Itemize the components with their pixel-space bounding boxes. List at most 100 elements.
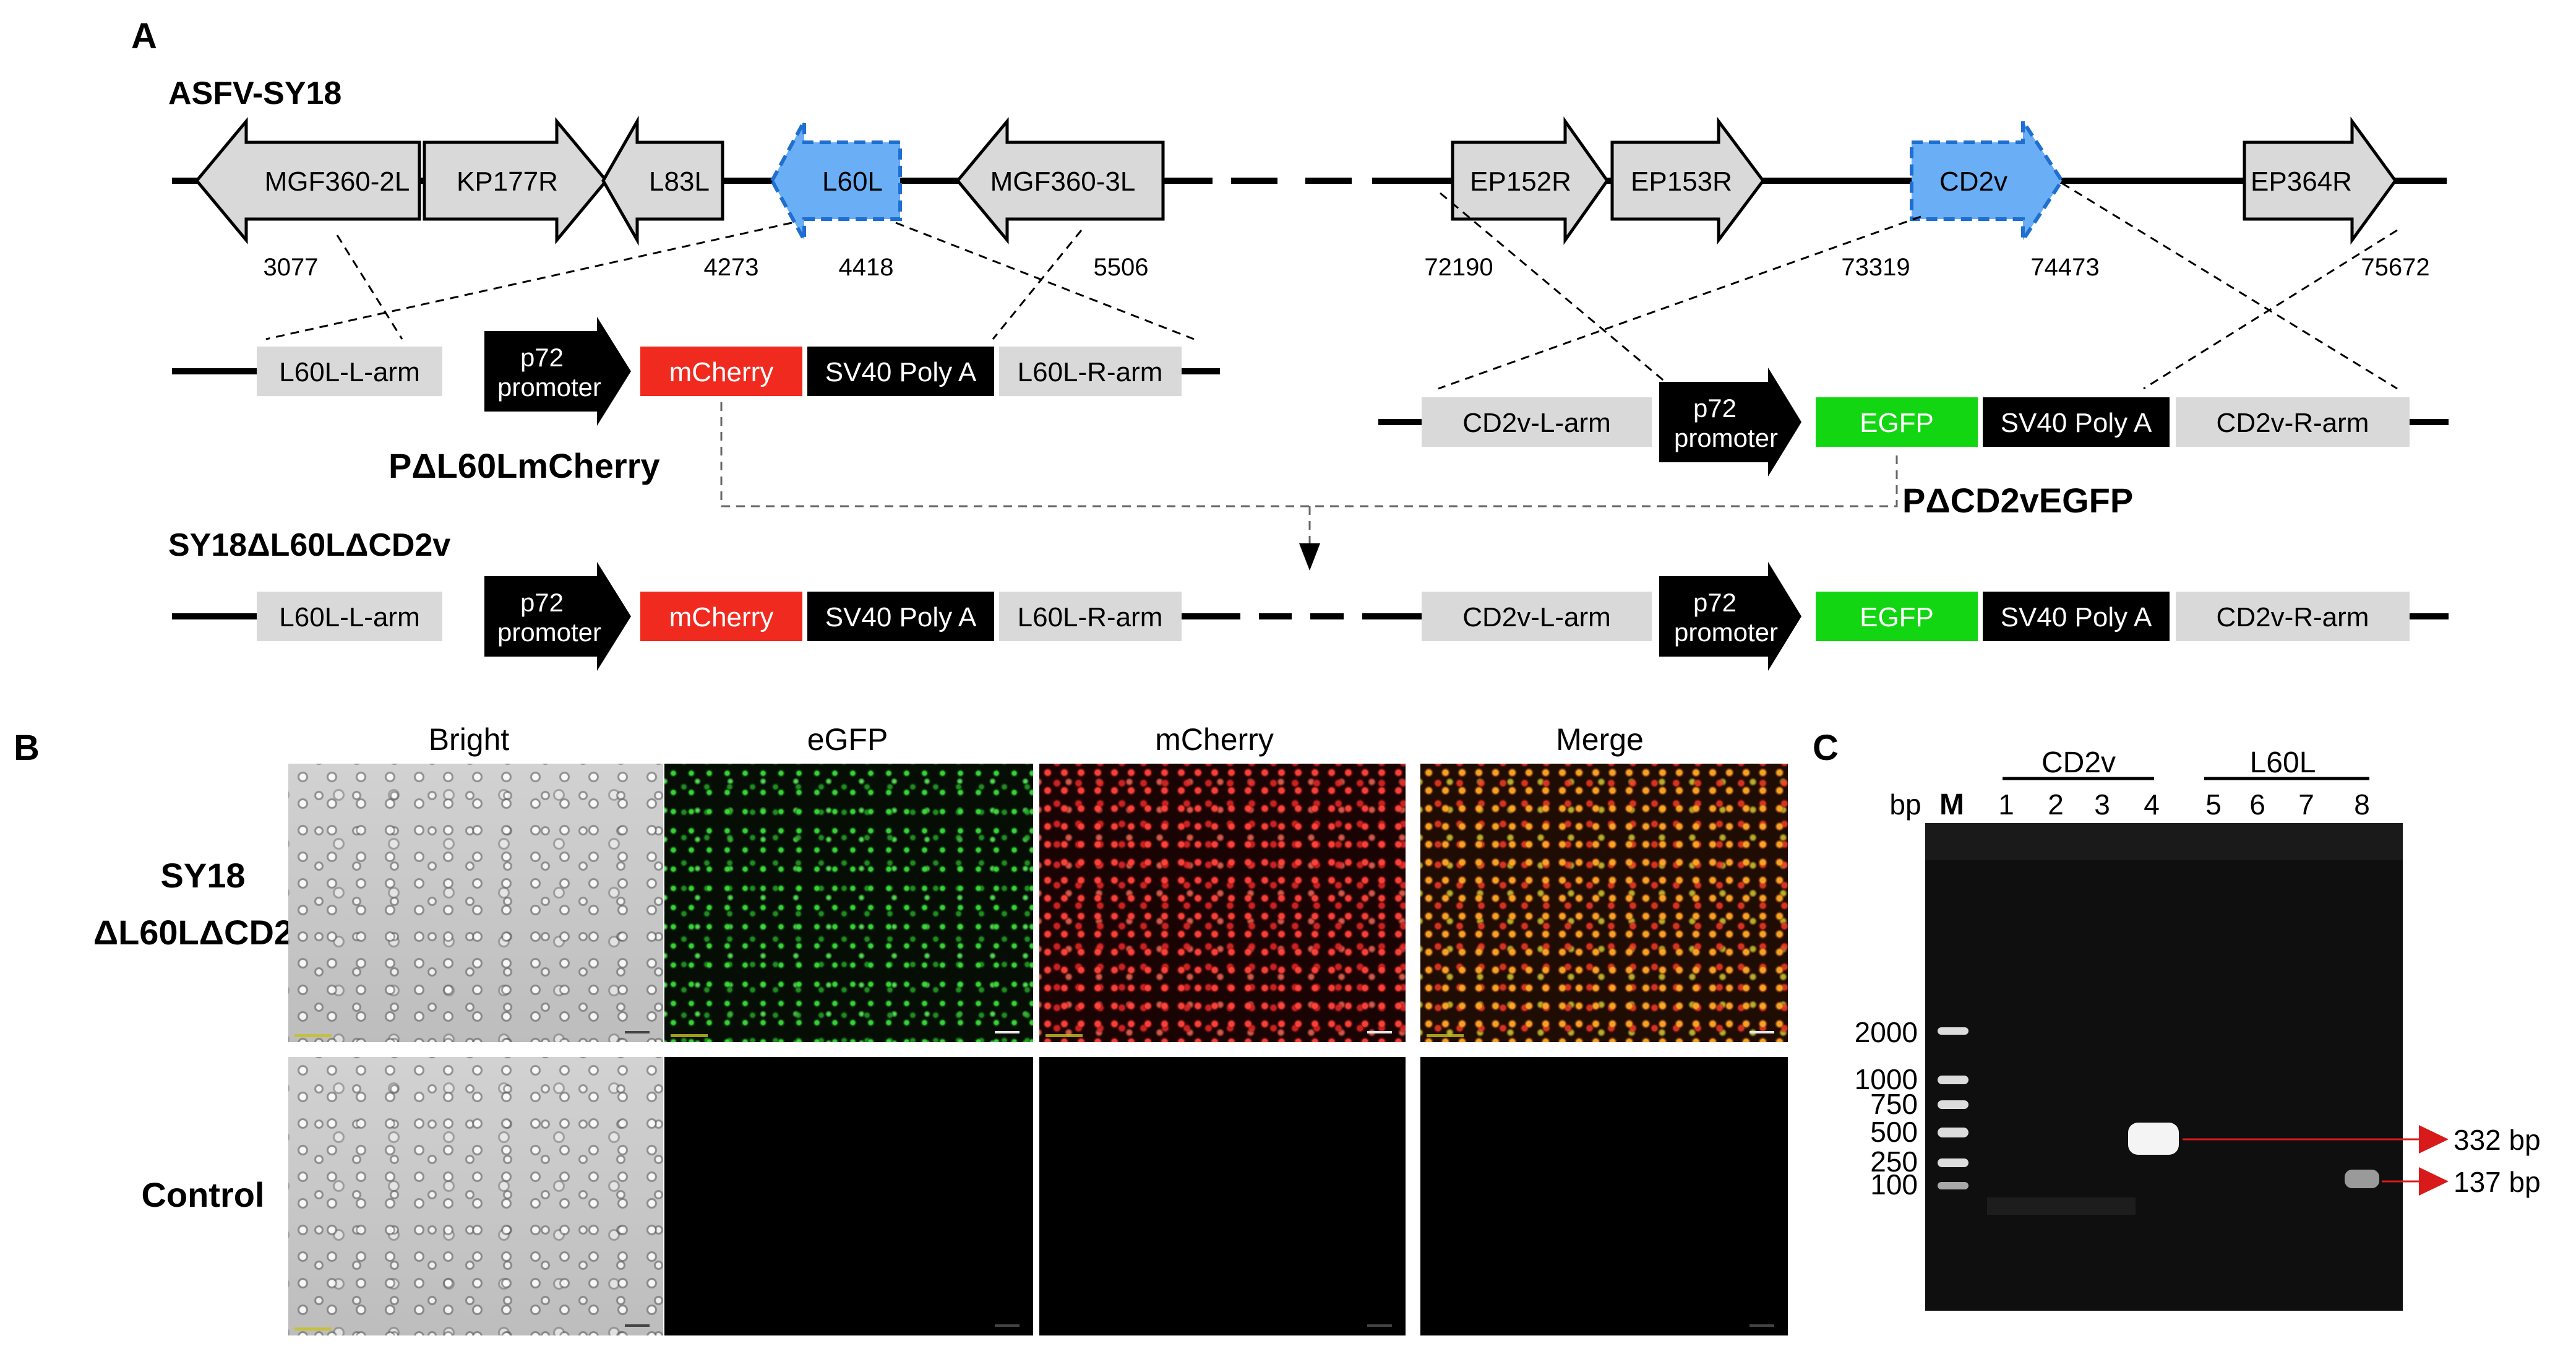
gel-bp-label: bp [1889,788,1921,821]
row-label-sy18-line2: ΔL60LΔCD2v [93,913,312,952]
result-cd2v-right-arm [2176,592,2410,641]
result-egfp-label: EGFP [1860,602,1934,632]
band-label-332: 332 bp [2454,1124,2541,1156]
result-genome: L60L-L-arm p72 promoter mCherry SV40 Pol… [172,562,2449,671]
result-l60l-left-arm-label: L60L-L-arm [279,602,419,632]
result-l60l-promoter-line1: p72 [520,588,564,617]
lane-number-4: 4 [2144,788,2160,821]
panel-a-label: A [131,16,157,56]
result-mcherry-box [640,592,802,641]
result-genome-title: SY18ΔL60LΔCD2v [168,527,450,563]
cd2v-p72-promoter [1659,368,1801,477]
gel-marker-label: M [1939,788,1964,821]
lane-number-3: 3 [2094,788,2110,821]
gene-l83l-label: L83L [649,166,710,197]
genome-title: ASFV-SY18 [168,75,341,111]
gene-cd2v: CD2v [1910,114,2064,247]
gene-kp177r: KP177R [423,117,609,244]
cd2v-egfp-label: EGFP [1860,408,1934,438]
ladder-label-1000: 1000 [1855,1063,1918,1095]
cd2v-polya-box [1983,397,2170,447]
cd2v-egfp-box [1816,397,1978,447]
ladder-label-2000: 2000 [1855,1016,1918,1048]
l60l-promoter-line1: p72 [520,343,564,372]
gene-mgf360-2l: MGF360-2L [194,117,421,244]
column-header-egfp: eGFP [807,722,888,757]
position-4418: 4418 [839,254,894,281]
lane-number-8: 8 [2354,788,2370,821]
panel-c-label: C [1813,728,1839,768]
band-label-137: 137 bp [2454,1166,2541,1198]
gene-ep364r-label: EP364R [2251,166,2352,197]
ladder-band-100 [1938,1182,1968,1189]
gene-ep152r-label: EP152R [1470,166,1571,197]
row-label-sy18-line1: SY18 [161,856,246,895]
l60l-promoter-line2: promoter [497,373,601,402]
row-label-control: Control [141,1175,264,1214]
ladder-band-250 [1938,1158,1968,1167]
panel-b-row-labels: SY18 ΔL60LΔCD2v Control [93,856,312,1214]
gel-primer-smear [1987,1197,2136,1215]
construct-l60l-name: PΔL60LmCherry [389,446,660,485]
result-cd2v-left-arm-label: CD2v-L-arm [1462,602,1611,632]
result-cd2v-polya-label: SV40 Poly A [2001,602,2152,632]
band-pointer-arrow-137 [2419,1167,2449,1196]
result-l60l-right-arm-label: L60L-R-arm [1018,602,1163,632]
result-cd2v-promoter-line1: p72 [1693,588,1737,617]
cd2v-left-arm [1422,397,1652,447]
l60l-left-arm-label: L60L-L-arm [279,357,419,387]
gel-image [1925,823,2403,1311]
ladder-label-250: 250 [1870,1145,1918,1178]
result-cd2v-promoter [1659,562,1801,671]
gene-l60l-label: L60L [822,166,883,197]
lane-number-6: 6 [2249,788,2265,821]
result-cd2v-right-arm-label: CD2v-R-arm [2217,602,2369,632]
ladder-label-100: 100 [1870,1168,1918,1201]
gel-lane-numbers: 1 2 3 4 5 6 7 8 [1998,788,2370,821]
gene-l83l: L83L [601,115,724,246]
gel-group-l60l: L60L [2250,746,2316,779]
result-l60l-polya [807,592,994,641]
position-3077: 3077 [264,254,319,281]
position-75672: 75672 [2361,254,2429,281]
gene-l60l: L60L [770,120,902,241]
gene-ep153r: EP153R [1610,116,1766,245]
gel-band-lane8 [2345,1170,2379,1188]
ladder-band-2000 [1938,1027,1968,1035]
result-cd2v-polya [1983,592,2170,641]
l60l-polya-box [807,347,994,396]
l60l-right-arm-label: L60L-R-arm [1018,357,1163,387]
result-cd2v-promoter-line2: promoter [1674,618,1778,647]
position-4273: 4273 [704,254,759,281]
gel-well-strip [1925,823,2403,860]
cd2v-promoter-line2: promoter [1674,423,1778,452]
homology-mapping-lines [265,182,2398,390]
gene-ep153r-label: EP153R [1631,166,1732,197]
column-header-merge: Merge [1556,722,1644,757]
position-72190: 72190 [1424,254,1493,281]
band-pointer-arrow-332 [2419,1125,2449,1154]
l60l-mcherry-box [640,347,802,396]
gene-ep364r: EP364R [2243,116,2398,245]
gene-cd2v-label: CD2v [1939,166,2007,197]
cd2v-left-arm-label: CD2v-L-arm [1462,408,1611,438]
gene-mgf360-3l-label: MGF360-3L [990,166,1136,197]
gene-mgf360-3l: MGF360-3L [955,117,1165,244]
lane-number-1: 1 [1998,788,2014,821]
result-egfp-box [1816,592,1978,641]
ladder-label-750: 750 [1870,1088,1918,1120]
position-73319: 73319 [1841,254,1910,281]
result-cd2v-left-arm [1422,592,1652,641]
l60l-right-arm [999,347,1182,396]
cd2v-right-arm-label: CD2v-R-arm [2217,408,2369,438]
lane-number-2: 2 [2048,788,2064,821]
result-l60l-promoter [484,562,631,671]
lane-number-5: 5 [2205,788,2222,821]
result-l60l-promoter-line2: promoter [497,618,601,647]
column-header-mcherry: mCherry [1155,722,1274,757]
l60l-polya-label: SV40 Poly A [825,357,977,387]
position-5506: 5506 [1094,254,1149,281]
cd2v-promoter-line1: p72 [1693,394,1737,423]
result-l60l-polya-label: SV40 Poly A [825,602,977,632]
